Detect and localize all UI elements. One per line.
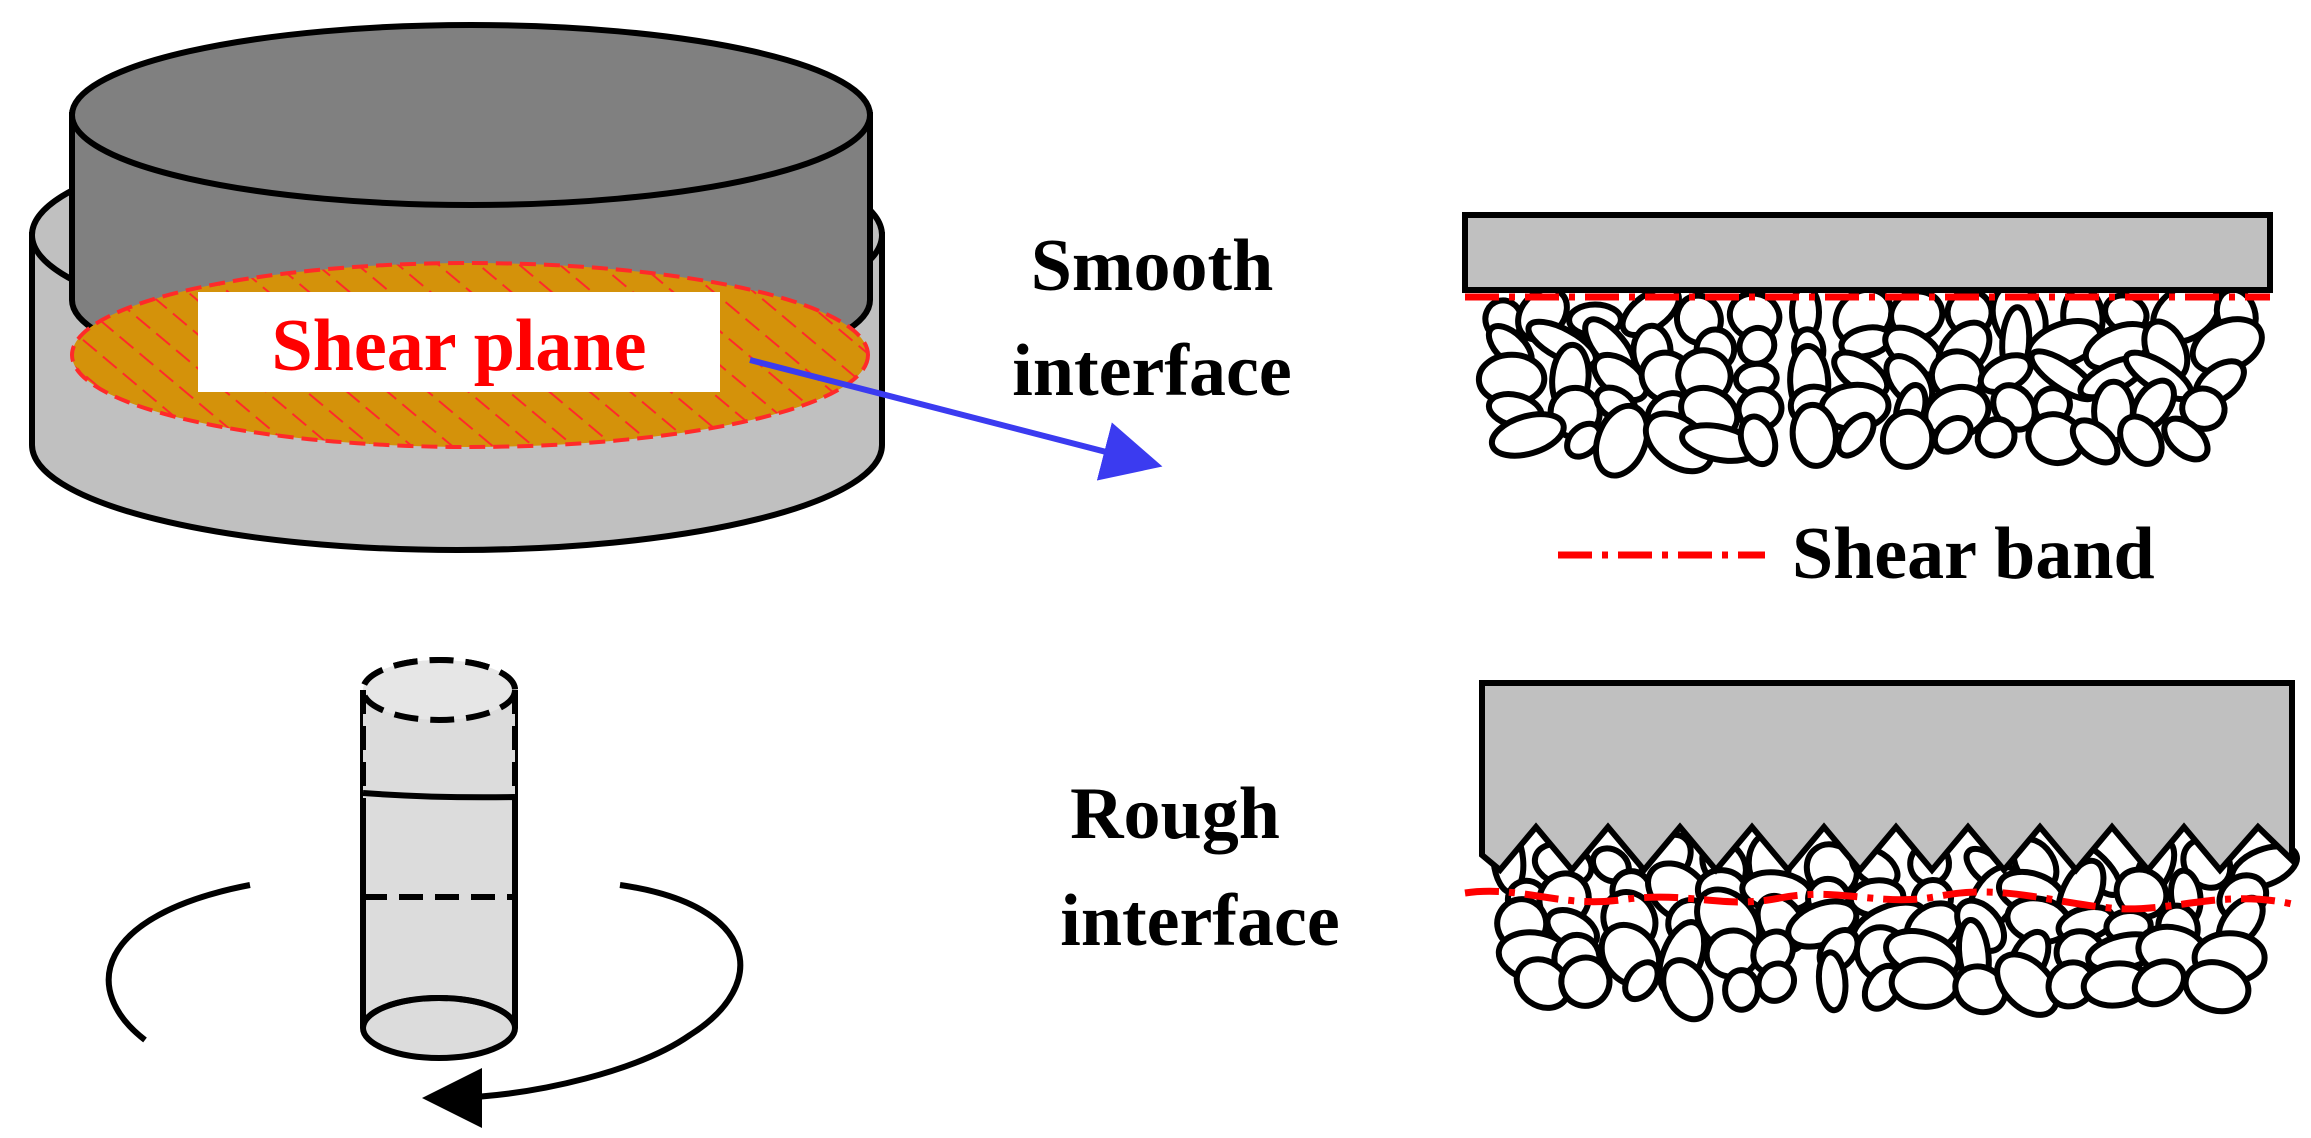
soil-grain [2131, 958, 2187, 1008]
soil-grain [1888, 956, 1961, 1010]
rough-soil-grains [1490, 825, 2300, 1023]
shear-plane-label-box [198, 292, 720, 392]
soil-grain [1931, 414, 1974, 455]
soil-grain [1952, 963, 2009, 1016]
rotation-arrow-icon [105, 882, 744, 1101]
soil-grain [1722, 967, 1761, 1013]
shear-apparatus: Shear plane [29, 22, 885, 1128]
soil-grain [1755, 960, 1798, 1004]
soil-grain [1488, 411, 1567, 459]
smooth-plate [1462, 212, 2273, 293]
soil-grain [1622, 959, 1661, 1003]
soil-grain [1815, 949, 1849, 1014]
soil-grain [2069, 417, 2121, 466]
smooth-soil-grains [1475, 280, 2265, 479]
soil-grain [2045, 959, 2097, 1010]
soil-grain [1974, 415, 2018, 459]
soil-grain [2182, 959, 2252, 1015]
soil-grain [1789, 401, 1839, 469]
soil-grain [1835, 411, 1877, 459]
smooth-label-line2: interface [1012, 330, 1291, 412]
soil-grain [1660, 957, 1714, 1023]
soil-grain [1736, 324, 1778, 367]
pointer-arrow-icon [749, 357, 1163, 481]
rough-label-line2: interface [1060, 880, 1339, 962]
soil-grain [1593, 402, 1651, 479]
rough-plate [1479, 680, 2295, 875]
soil-grain [2161, 415, 2211, 463]
soil-grain [1737, 413, 1779, 468]
rough-label-line1: Rough [1070, 773, 1280, 855]
soil-grain [1879, 408, 1936, 470]
upper-cap-top [69, 22, 873, 208]
smooth-interface-sketch [1462, 212, 2273, 479]
rough-interface-sketch [1464, 680, 2300, 1023]
soil-grain [1994, 951, 2061, 1018]
legend: Shear band [1558, 513, 2155, 595]
rough-shear-band [1464, 887, 2293, 913]
shear-plane-label: Shear plane [272, 305, 647, 387]
smooth-label-line1: Smooth [1031, 225, 1274, 307]
soil-grain [1558, 954, 1613, 1009]
legend-shear-band-label: Shear band [1792, 513, 2155, 595]
soil-grain [2117, 413, 2165, 467]
